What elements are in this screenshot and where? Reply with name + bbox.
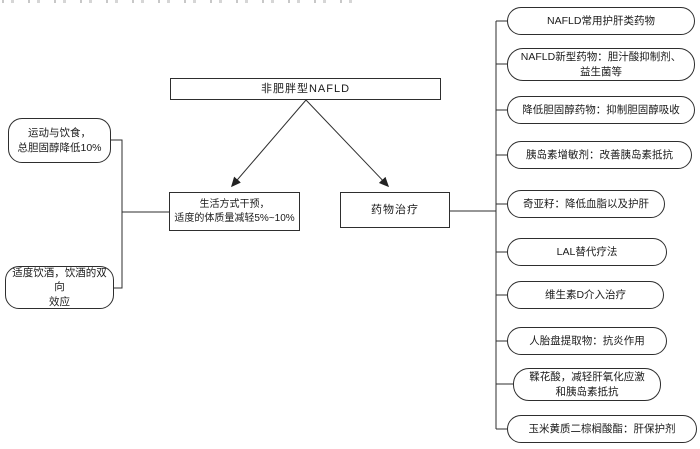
node-zeaxanthin-dipalmitate: 玉米黄质二棕榈酸酯：肝保护剂	[507, 415, 697, 443]
node-vitamin-d-therapy: 维生素D介入治疗	[507, 281, 664, 309]
node-lal-replacement-therapy: LAL替代疗法	[507, 238, 667, 266]
node-insulin-sensitizers: 胰岛素增敏剂：改善胰岛素抵抗	[507, 141, 692, 169]
node-new-nafld-drugs: NAFLD新型药物：胆汁酸抑制剂、 益生菌等	[507, 48, 695, 81]
cropped-caption-remnant	[2, 0, 364, 3]
node-ellagic-acid: 鞣花酸，减轻肝氧化应激 和胰岛素抵抗	[513, 368, 661, 401]
node-common-hepatoprotective-drugs: NAFLD常用护肝类药物	[507, 7, 695, 35]
node-cholesterol-lowering-drugs: 降低胆固醇药物：抑制胆固醇吸收	[507, 96, 695, 124]
node-non-obese-nafld: 非肥胖型NAFLD	[170, 78, 441, 100]
node-moderate-drinking: 适度饮酒，饮酒的双向 效应	[5, 266, 114, 309]
node-human-placenta-extract: 人胎盘提取物：抗炎作用	[507, 327, 667, 355]
node-chia-seed: 奇亚籽：降低血脂以及护肝	[507, 190, 665, 218]
arrow-root-to-drug	[305, 99, 390, 188]
node-exercise-diet: 运动与饮食， 总胆固醇降低10%	[8, 118, 111, 163]
arrow-root-to-lifestyle	[231, 99, 307, 188]
wire-left-bracket	[110, 139, 123, 289]
node-drug-treatment: 药物治疗	[340, 192, 450, 228]
node-lifestyle-intervention: 生活方式干预， 适度的体质量减轻5%~10%	[169, 192, 300, 231]
